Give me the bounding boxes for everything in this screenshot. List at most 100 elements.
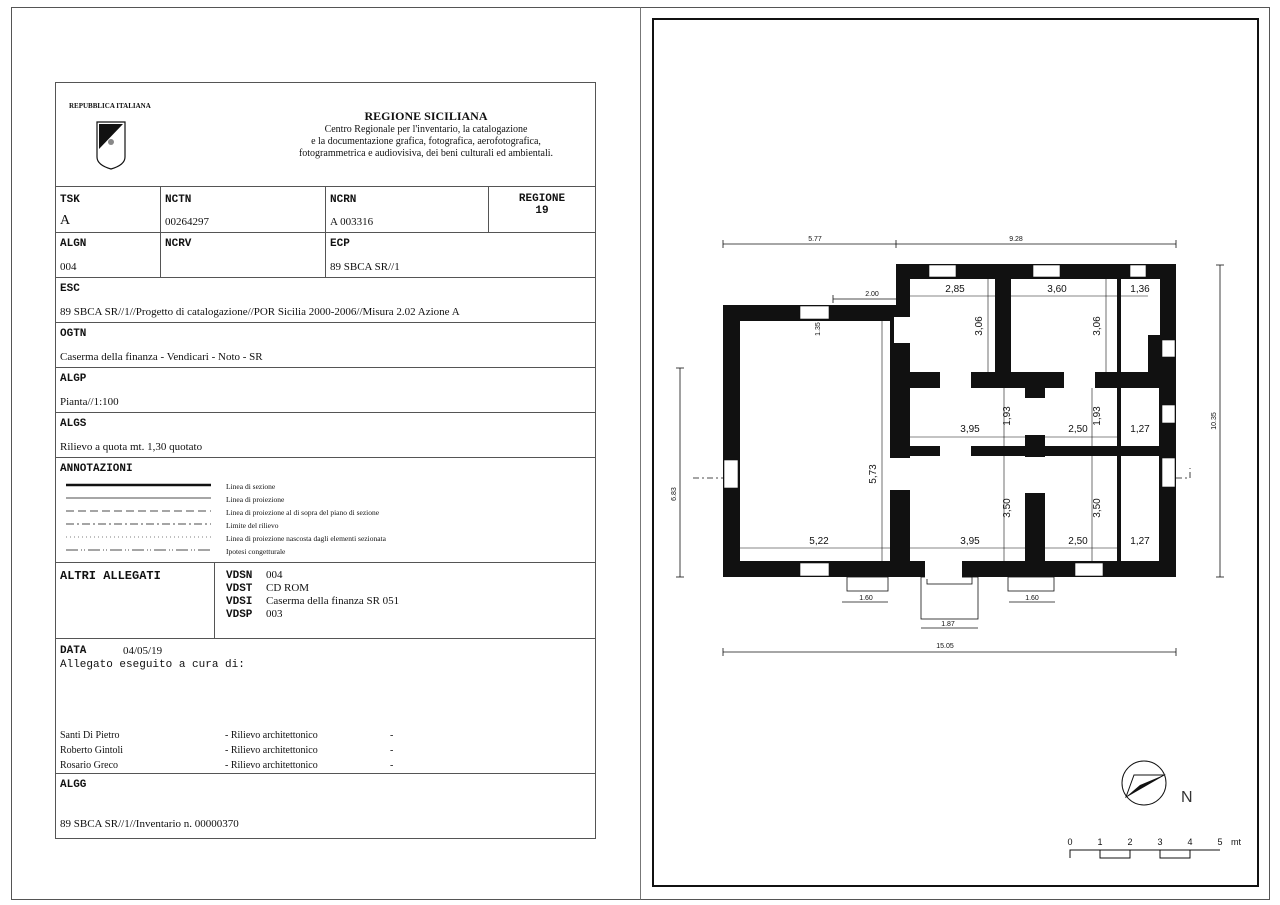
- plan-mark: [1023, 457, 1047, 493]
- esc-value: 89 SBCA SR//1//Progetto di catalogazione…: [60, 306, 460, 318]
- regione-value: 19: [535, 205, 549, 217]
- drawing-frame: [652, 18, 1259, 887]
- plan-mark: mt: [1231, 837, 1241, 847]
- regione-label: REGIONE: [518, 193, 566, 205]
- room-dim: 2,85: [945, 284, 965, 295]
- legend-label: Linea di proiezione nascosta dagli eleme…: [226, 534, 386, 543]
- row-annotazioni: ANNOTAZIONI Linea di sezione Linea di pr…: [56, 458, 595, 563]
- algn-label: ALGN: [60, 238, 87, 250]
- vdst-label: VDST: [226, 583, 253, 595]
- room-dim: 3,50: [1002, 498, 1013, 518]
- plan-mark: [910, 388, 1025, 446]
- vdst-value: CD ROM: [266, 582, 310, 594]
- room-dim: 3,50: [1092, 498, 1103, 518]
- vdsp-value: 003: [266, 608, 283, 620]
- plan-mark: [1161, 339, 1176, 358]
- plan-mark: [1126, 775, 1164, 797]
- plan-mark: [1074, 562, 1104, 577]
- algs-label: ALGS: [60, 418, 87, 430]
- person-name: Roberto Gintoli: [60, 745, 124, 756]
- ncrn-value: A 003316: [330, 216, 374, 228]
- plan-mark: [888, 458, 912, 490]
- plan-mark: [1161, 404, 1176, 424]
- plan-mark: 2: [1127, 837, 1132, 847]
- ogtn-value: Caserma della finanza - Vendicari - Noto…: [60, 351, 263, 363]
- plan-mark: [910, 456, 1025, 561]
- person-end: -: [390, 745, 394, 756]
- plan-mark: [1161, 457, 1176, 488]
- page-left-frame: [11, 7, 641, 900]
- room-dim: 1,93: [1092, 406, 1103, 426]
- plan-mark: 3: [1157, 837, 1162, 847]
- republic-label: REPUBBLICA ITALIANA: [69, 102, 151, 110]
- room-dim: 1,27: [1130, 536, 1150, 547]
- plan-mark: [1045, 456, 1117, 561]
- line-legend-swatches: [66, 483, 211, 551]
- ncrv-label: NCRV: [165, 238, 192, 250]
- row-data: DATA 04/05/19 Allegato eseguito a cura d…: [56, 639, 595, 774]
- legend-label: Limite del rilievo: [226, 521, 279, 530]
- person-role: - Rilievo architettonico: [225, 745, 318, 756]
- north-arrow-icon: N: [1121, 760, 1193, 806]
- person-name: Santi Di Pietro: [60, 730, 120, 741]
- vdsp-label: VDSP: [226, 609, 253, 621]
- plan-mark: [894, 317, 912, 343]
- plan-mark: [740, 321, 890, 561]
- plan-mark: [1011, 279, 1117, 372]
- plan-mark: [99, 124, 123, 149]
- plan-mark: [1121, 388, 1159, 446]
- plan-mark: [1023, 398, 1047, 435]
- legend-label: Ipotesi congetturale: [226, 547, 286, 556]
- cura-label: Allegato eseguito a cura di:: [60, 659, 245, 671]
- dim-top-right: 9.28: [1009, 236, 1023, 243]
- dim-stair-width: 2.00: [865, 291, 879, 298]
- ecp-label: ECP: [330, 238, 350, 250]
- catalog-form: REPUBBLICA ITALIANA REGIONE SICILIANA Ce…: [55, 82, 596, 839]
- algp-value: Pianta//1:100: [60, 396, 119, 408]
- room-dim: 3,06: [974, 316, 985, 336]
- algp-label: ALGP: [60, 373, 87, 385]
- room-dim: 1,27: [1130, 424, 1150, 435]
- center-line-2: e la documentazione grafica, fotografica…: [311, 136, 541, 147]
- dim-step-2: 1.60: [1025, 595, 1039, 602]
- plan-mark: [1121, 279, 1148, 372]
- plan-mark: [940, 444, 971, 458]
- altri-label: ALTRI ALLEGATI: [60, 569, 161, 583]
- person-role: - Rilievo architettonico: [225, 730, 318, 741]
- ecp-value: 89 SBCA SR//1: [330, 261, 400, 273]
- room-dim: 5,73: [868, 464, 879, 484]
- scale-bar: [1069, 849, 1220, 859]
- plan-mark: 4: [1187, 837, 1192, 847]
- building-walls: [723, 264, 1176, 579]
- dim-height: 10.35: [1211, 412, 1218, 430]
- dimension-labels: 5.77 9.28 15.05 10.35 6.83 2.00 1.35 1.6…: [671, 236, 1218, 650]
- data-label: DATA: [60, 645, 87, 657]
- annotazioni-label: ANNOTAZIONI: [60, 463, 133, 475]
- form-header: REPUBBLICA ITALIANA REGIONE SICILIANA Ce…: [56, 83, 595, 187]
- plan-mark: [799, 562, 830, 577]
- room-dim: 3,95: [960, 424, 980, 435]
- dim-total: 15.05: [936, 643, 954, 650]
- region-title: REGIONE SICILIANA: [364, 109, 488, 123]
- plan-mark: [846, 576, 889, 592]
- plan-mark: [1045, 388, 1117, 446]
- plan-mark: [108, 139, 114, 145]
- plan-mark: [1069, 849, 1220, 859]
- person-name: Rosario Greco: [60, 760, 119, 771]
- room-dim: 2,50: [1068, 536, 1088, 547]
- plan-mark: [740, 279, 1160, 579]
- legend-label: Linea di proiezione al di sopra del pian…: [226, 508, 380, 517]
- dim-stair-height: 1.35: [815, 322, 822, 336]
- plan-mark: 0: [1067, 837, 1072, 847]
- room-dim: 2,50: [1068, 424, 1088, 435]
- dim-entrance: 1.87: [941, 621, 955, 628]
- tsk-label: TSK: [60, 194, 80, 206]
- row-algp: ALGP Pianta//1:100: [56, 368, 595, 413]
- tsk-value: A: [60, 213, 71, 228]
